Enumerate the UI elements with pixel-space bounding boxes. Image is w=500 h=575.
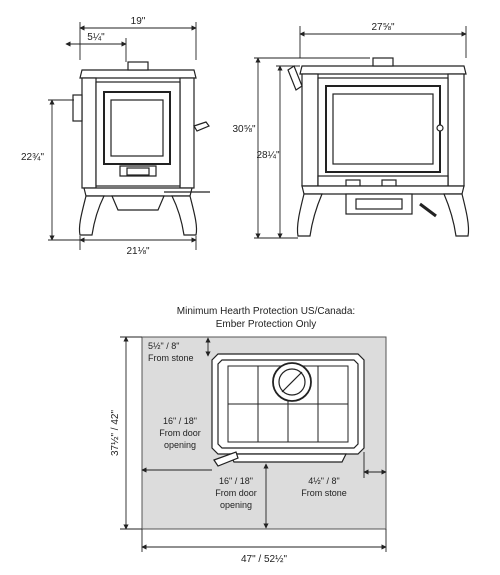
right-stone-note: From stone (301, 488, 347, 498)
bottom-door-value: 16" / 18" (219, 476, 253, 486)
front-view (72, 61, 210, 236)
top-clearance-note: From stone (148, 353, 194, 363)
left-door-note-1: From door (159, 428, 201, 438)
front-height-left: 22¾" (21, 152, 44, 163)
left-door-note-2: opening (164, 440, 196, 450)
side-dimensions (254, 26, 467, 239)
front-dimensions (48, 22, 197, 250)
hearth-width-label: 47" / 52½" (241, 554, 287, 565)
side-height-inner: 28¼" (256, 149, 279, 161)
right-stone-value: 4½" / 8" (308, 476, 339, 486)
bottom-door-note-1: From door (215, 488, 257, 498)
front-width-top: 19" (131, 16, 146, 27)
front-width-inner: 5¼" (87, 31, 105, 43)
bottom-door-note-2: opening (220, 500, 252, 510)
side-view (287, 57, 470, 237)
hearth-depth-label: 37½" / 42" (110, 410, 121, 456)
front-width-bottom: 21⅛" (126, 246, 149, 257)
hearth-dimensions (120, 336, 387, 552)
top-clearance-value: 5½" / 8" (148, 341, 179, 351)
stove-plan-view (211, 353, 365, 467)
hearth-title-line1: Minimum Hearth Protection US/Canada: (177, 306, 355, 317)
hearth-title-line2: Ember Protection Only (216, 319, 317, 330)
side-depth-top: 27⅝" (371, 22, 394, 33)
side-height-total: 30⅝" (232, 124, 255, 135)
left-door-value: 16" / 18" (163, 416, 197, 426)
